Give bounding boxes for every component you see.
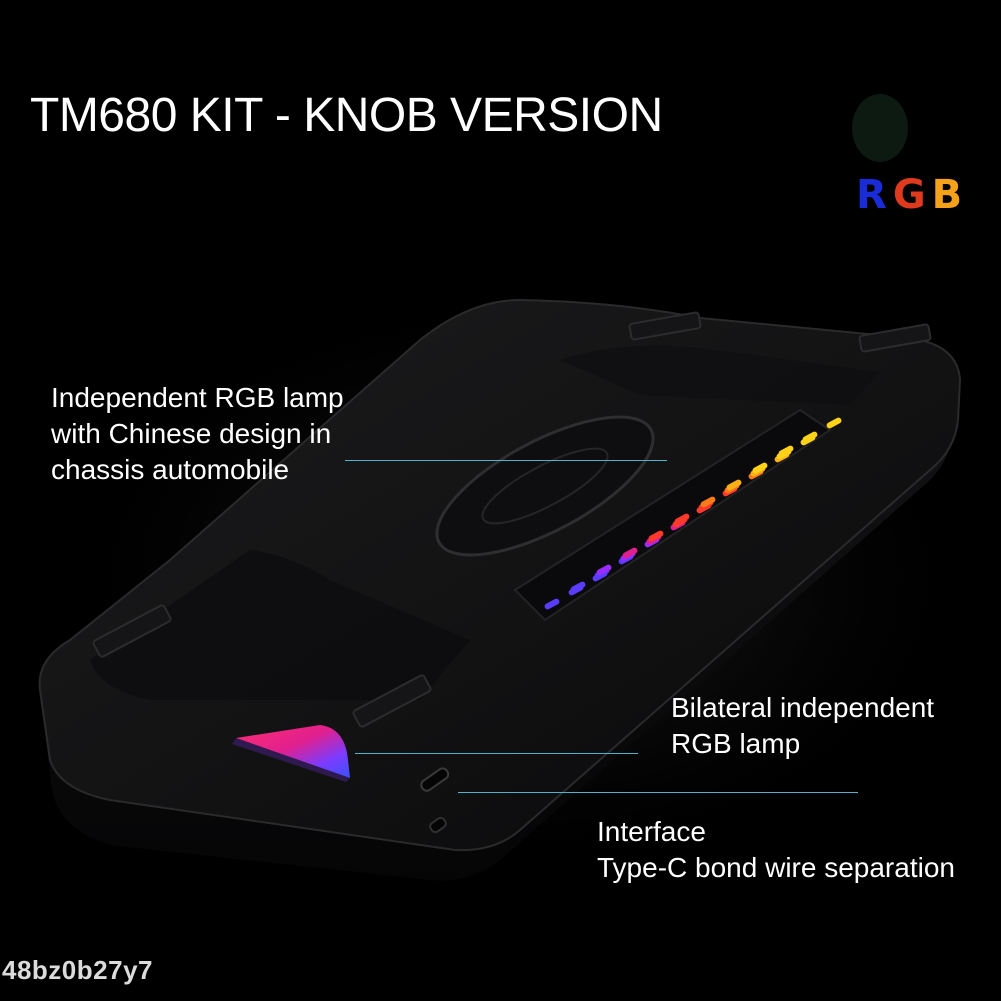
vent-light <box>570 581 586 593</box>
type-c-port <box>420 767 450 792</box>
rgb-vent-lights <box>544 417 842 610</box>
vent-light <box>648 530 664 542</box>
center-oval <box>435 415 655 557</box>
rubber-foot <box>858 323 932 353</box>
rgb-letter-b: B <box>931 172 965 218</box>
callout-line: Type-C bond wire separation <box>597 852 955 883</box>
leader-line <box>355 753 638 754</box>
faint-logo <box>852 94 908 162</box>
vent-light <box>802 431 818 443</box>
callout-line: chassis automobile <box>51 454 290 485</box>
leader-line <box>345 460 667 461</box>
vent-light <box>778 445 794 457</box>
callout-line: with Chinese design in <box>51 418 332 449</box>
rubber-foot <box>352 674 432 728</box>
callout-rgb-lamp: Independent RGB lamp with Chinese design… <box>51 380 344 488</box>
vent-light <box>826 417 842 429</box>
vent-light <box>622 547 638 559</box>
rgb-vent-strip <box>513 408 832 622</box>
vent-light <box>726 479 742 491</box>
vent-light <box>674 513 690 525</box>
rgb-letter-g: G <box>892 172 928 218</box>
callout-bilateral-lamp: Bilateral independent RGB lamp <box>671 690 934 762</box>
page-title: TM680 KIT - KNOB VERSION <box>30 89 663 142</box>
bilateral-rgb-lamp <box>236 725 350 778</box>
vent-light <box>752 462 768 474</box>
callout-line: RGB lamp <box>671 728 801 759</box>
rubber-foot <box>628 311 702 341</box>
callout-line: Bilateral independent <box>671 692 935 723</box>
rgb-letter-r: R <box>856 172 889 218</box>
leader-line <box>458 792 858 793</box>
callout-line: Independent RGB lamp <box>51 382 344 413</box>
rubber-foot <box>92 604 172 658</box>
vent-light <box>596 564 612 576</box>
watermark-code: 48bz0b27y7 <box>2 955 153 985</box>
callout-interface: Interface Type-C bond wire separation <box>597 814 955 886</box>
vent-light <box>544 598 560 610</box>
callout-line: Interface <box>597 816 706 847</box>
vent-light <box>700 496 716 508</box>
